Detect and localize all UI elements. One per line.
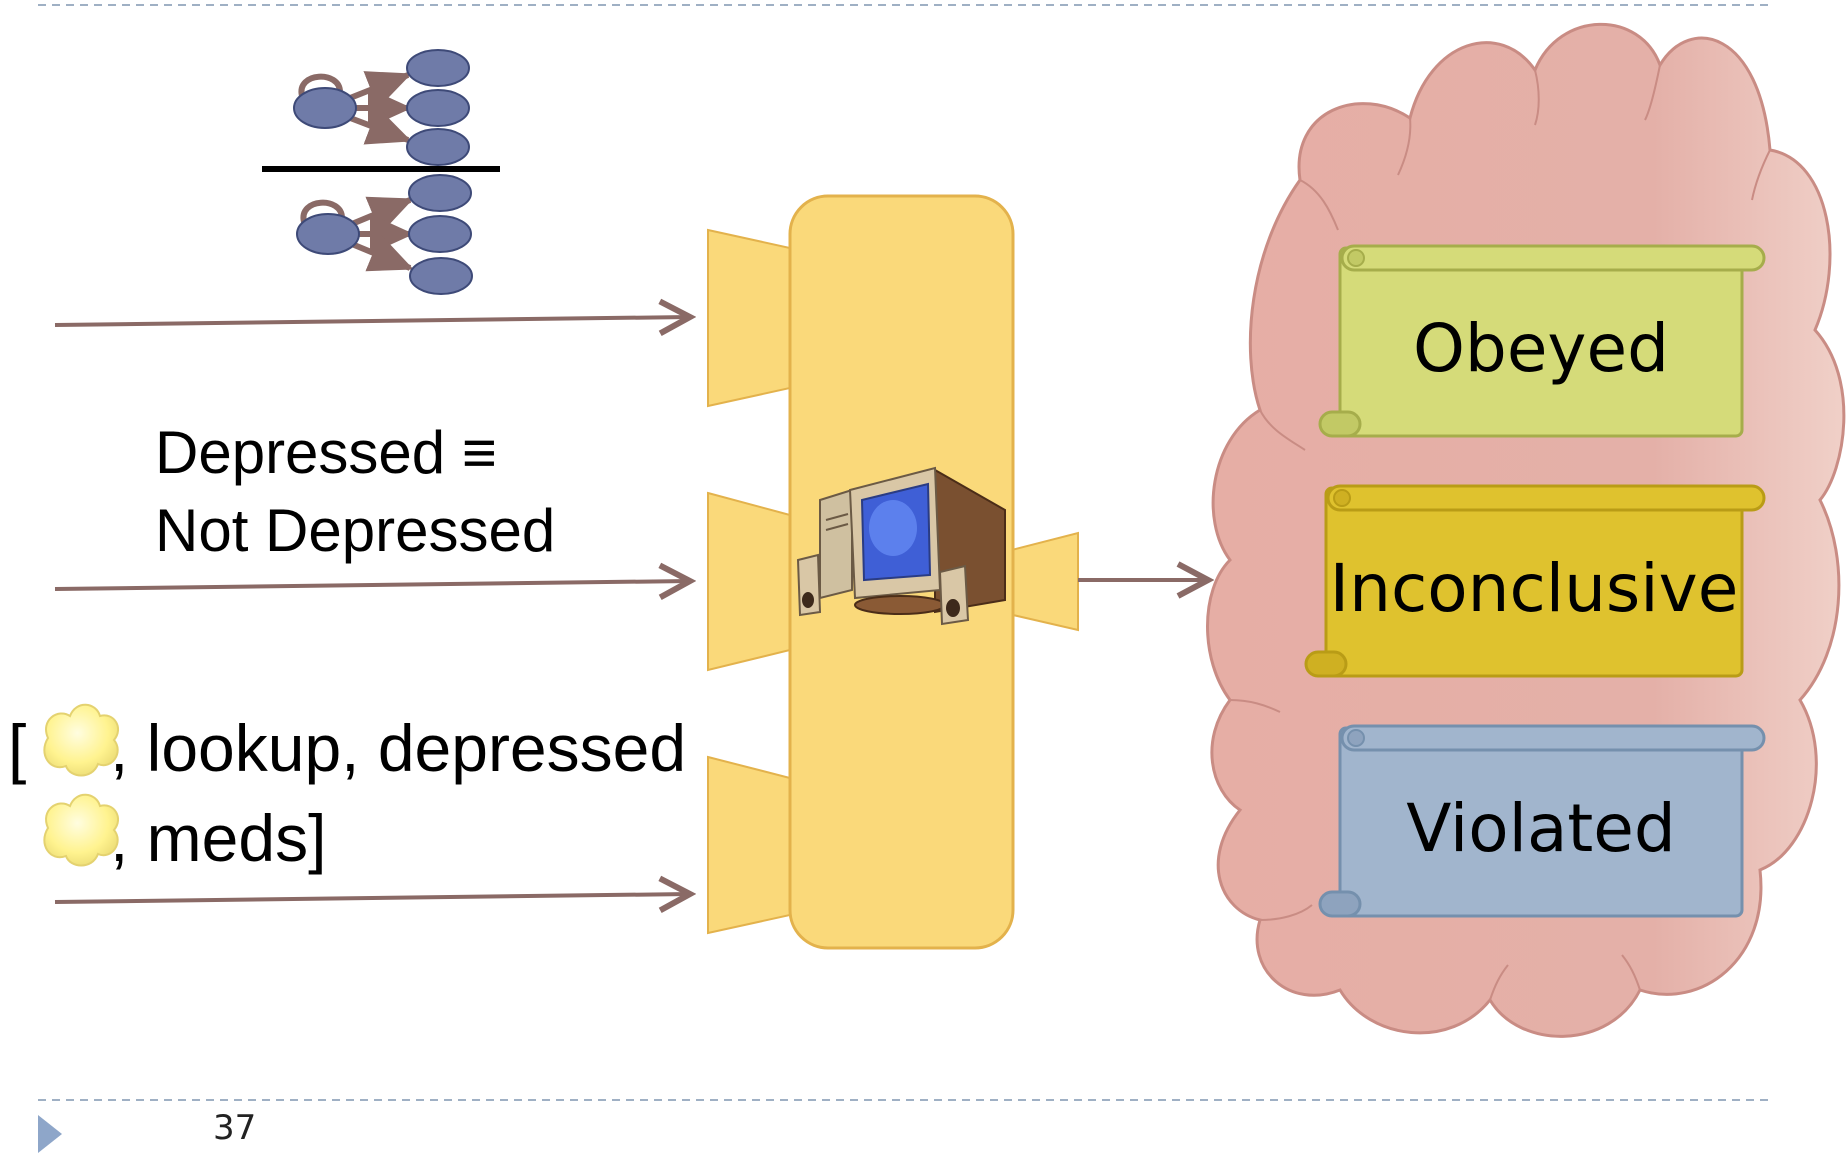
input-arrow-trace [54, 894, 690, 902]
result-inconclusive-label: Inconclusive [1329, 550, 1739, 627]
token-icon [43, 703, 119, 777]
scroll-violated [1318, 724, 1766, 918]
page-number: 37 [213, 1108, 257, 1148]
formula-line-1: Depressed ≡ [155, 419, 497, 486]
input-port-2 [707, 491, 791, 672]
scroll-obeyed [1318, 244, 1766, 438]
input-port-3 [707, 755, 791, 935]
trace-open-bracket: [ [8, 711, 27, 785]
token-icon [43, 793, 119, 867]
input-arrow-automaton [54, 317, 690, 325]
slide-marker-icon [38, 1115, 62, 1153]
trace-line-2: , meds] [110, 801, 327, 875]
automaton-icon [262, 49, 500, 295]
result-obeyed-label: Obeyed [1412, 310, 1669, 387]
scroll-inconclusive [1304, 484, 1766, 678]
computer-icon [796, 466, 1006, 626]
trace-line-1: , lookup, depressed [110, 711, 687, 785]
formula-line-2: Not Depressed [155, 497, 556, 564]
result-violated-label: Violated [1406, 790, 1676, 867]
input-arrow-formula [54, 581, 690, 589]
input-port-1 [707, 228, 791, 408]
